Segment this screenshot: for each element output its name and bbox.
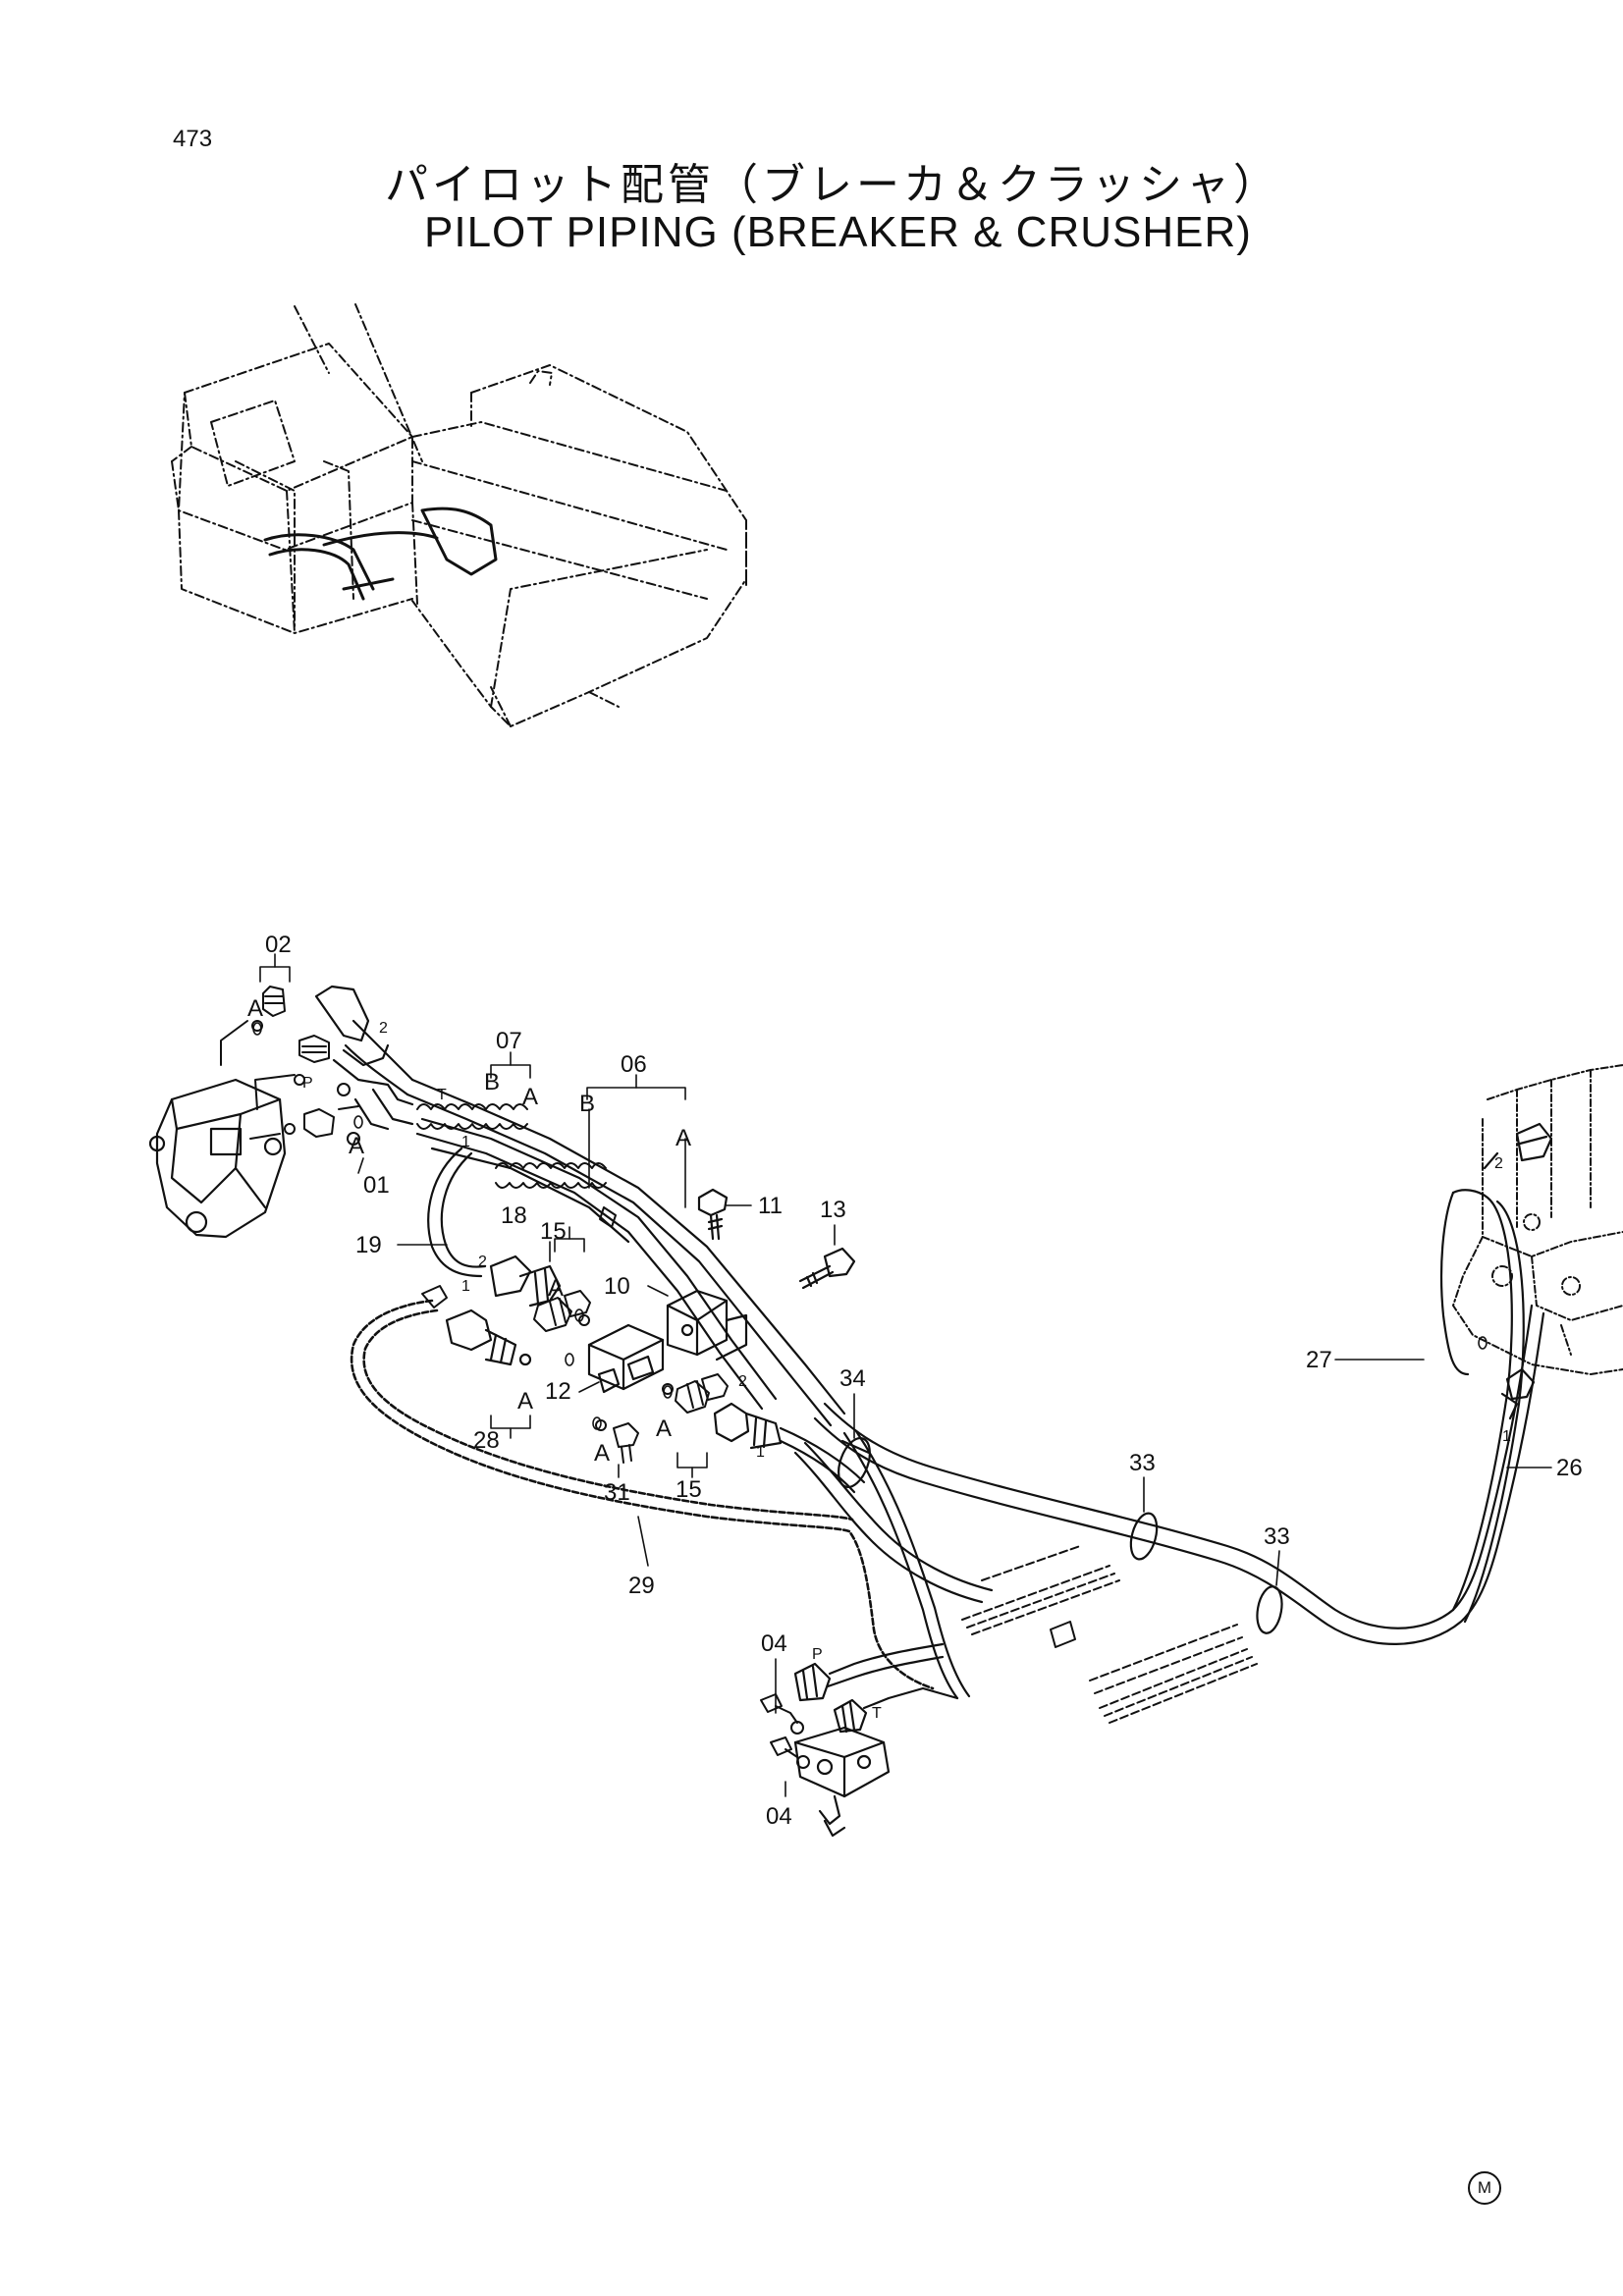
port-label-a-01: A [349,1133,364,1159]
fitting-p-port [793,1642,945,1702]
port-label-t-valve: T [872,1705,882,1722]
hose-29 [350,1299,935,1690]
hose-end-2-27: 2 [1494,1155,1503,1172]
callout-10: 10 [604,1273,630,1300]
port-label-a-28: A [517,1388,533,1415]
callout-12: 12 [545,1378,571,1405]
hose-29-end-fitting [421,1285,448,1308]
port-label-b-06: B [579,1091,595,1117]
callout-07: 07 [496,1028,522,1054]
page-title-japanese: パイロット配管（ブレーカ＆クラッシャ） [385,160,1280,210]
callout-15-upper: 15 [540,1218,567,1245]
callout-06: 06 [621,1051,647,1078]
port-label-a-07: A [522,1084,538,1110]
callout-34: 34 [839,1365,866,1392]
callout-04-upper: 04 [761,1630,787,1657]
fitting-15-upper [533,1290,591,1332]
clamp-33-a [1129,1512,1159,1561]
port-label-a-31: A [594,1440,610,1467]
port-label-p-pilot: P [302,1075,313,1092]
callout-26: 26 [1556,1455,1583,1481]
callout-29: 29 [628,1573,655,1599]
fitting-18 [489,1255,562,1308]
excavator-overview [171,303,747,727]
hose-end-1-18: 1 [461,1278,470,1295]
page-title-english: PILOT PIPING (BREAKER & CRUSHER) [424,208,1252,256]
port-label-a-06: A [676,1125,691,1151]
control-valve-fittings [1483,1122,1553,1420]
callout-27: 27 [1306,1347,1332,1373]
clamp-34 [838,1437,871,1488]
shuttle-valve [793,1726,891,1838]
o-rings [252,1022,1488,1430]
port-label-a-15-lower: A [656,1415,672,1442]
callout-15-lower: 15 [676,1476,702,1503]
callout-04-lower: 04 [766,1803,792,1830]
callout-11: 11 [758,1193,783,1219]
overview-hose-bundle [263,507,498,601]
fitting-28 [445,1308,532,1366]
hose-end-2-34: 2 [738,1373,747,1390]
hose-19 [427,1147,487,1278]
bolt-04-a [760,1693,804,1735]
hose-coil-06 [495,1162,617,1228]
callout-19: 19 [355,1232,382,1258]
callout-28: 28 [473,1427,500,1454]
hose-end-1-34: 1 [756,1444,765,1461]
hose-end-2-top: 2 [379,1020,388,1037]
hose-end-1-26: 1 [1502,1428,1511,1445]
callout-01: 01 [363,1172,390,1199]
hose-elbows-top [314,985,414,1131]
page-number: 473 [173,126,213,152]
hose-bundle-06-07 [406,1078,846,1427]
callout-33-a: 33 [1129,1450,1156,1476]
fittings-upper-left [220,986,360,1146]
manufacturer-mark: M [1468,2171,1501,2205]
port-label-b-07: B [484,1069,500,1095]
port-label-p-valve: P [812,1646,823,1663]
hose-bundle-long [793,1189,1545,1700]
callout-31: 31 [604,1479,630,1506]
fitting-t-port [833,1686,959,1734]
callout-33-b: 33 [1264,1523,1290,1550]
rail-bracket [1050,1621,1076,1648]
control-valve [1452,1064,1623,1375]
bolt-31 [595,1419,639,1464]
bracket-10 [666,1289,748,1362]
floor-rails [961,1545,1258,1724]
bolt-04-b [770,1736,810,1769]
pilot-valve [148,1078,287,1239]
callout-02: 02 [265,932,292,958]
hose-coil-07 [416,1103,528,1130]
callout-13: 13 [820,1197,846,1223]
port-label-t-pilot: T [437,1087,447,1103]
hose-end-1-top: 1 [461,1134,470,1150]
fitting-15-lower [662,1373,729,1414]
leader-lines [259,953,1552,1797]
hose-end-2-18: 2 [478,1254,487,1270]
port-label-a-02: A [247,995,263,1022]
bolt-11 [697,1188,729,1241]
port-label-a-15-upper: A [548,1275,564,1302]
bolt-13 [798,1247,856,1290]
fitting-hose-2-1 [713,1402,866,1494]
callout-18: 18 [501,1202,527,1229]
block-12 [587,1323,665,1394]
clamp-33-b [1256,1585,1283,1634]
